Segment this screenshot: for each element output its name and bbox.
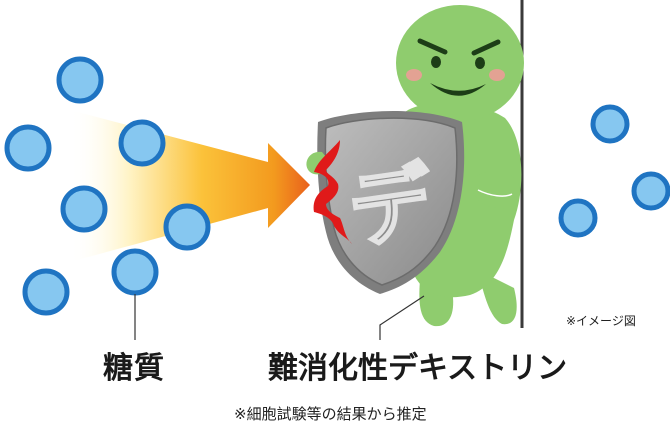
dextrin-label: 難消化性デキストリン xyxy=(268,351,568,386)
dextrin-leader-line xyxy=(379,295,425,340)
sugar-particle xyxy=(4,124,52,172)
image-note: ※イメージ図 xyxy=(566,314,636,328)
impact-mark xyxy=(313,140,352,244)
sugar-particle xyxy=(56,56,104,104)
sugar-particle xyxy=(631,171,670,211)
sugar-particle xyxy=(60,185,108,233)
sugar-particle xyxy=(118,119,166,167)
sugar-particle xyxy=(590,104,630,144)
sugar-particle xyxy=(558,198,598,238)
sugar-particle xyxy=(22,268,70,316)
sugar-label: 糖質 xyxy=(103,351,165,386)
sugar-particle xyxy=(111,248,159,296)
sugar-particle xyxy=(163,203,211,251)
sugar-particles-right xyxy=(558,104,670,238)
sugar-particles-left xyxy=(4,56,211,316)
shield: デ xyxy=(306,111,465,294)
character-head xyxy=(396,5,524,121)
footnote: ※細胞試験等の結果から推定 xyxy=(234,405,427,423)
shield-glyph: デ xyxy=(343,152,441,261)
